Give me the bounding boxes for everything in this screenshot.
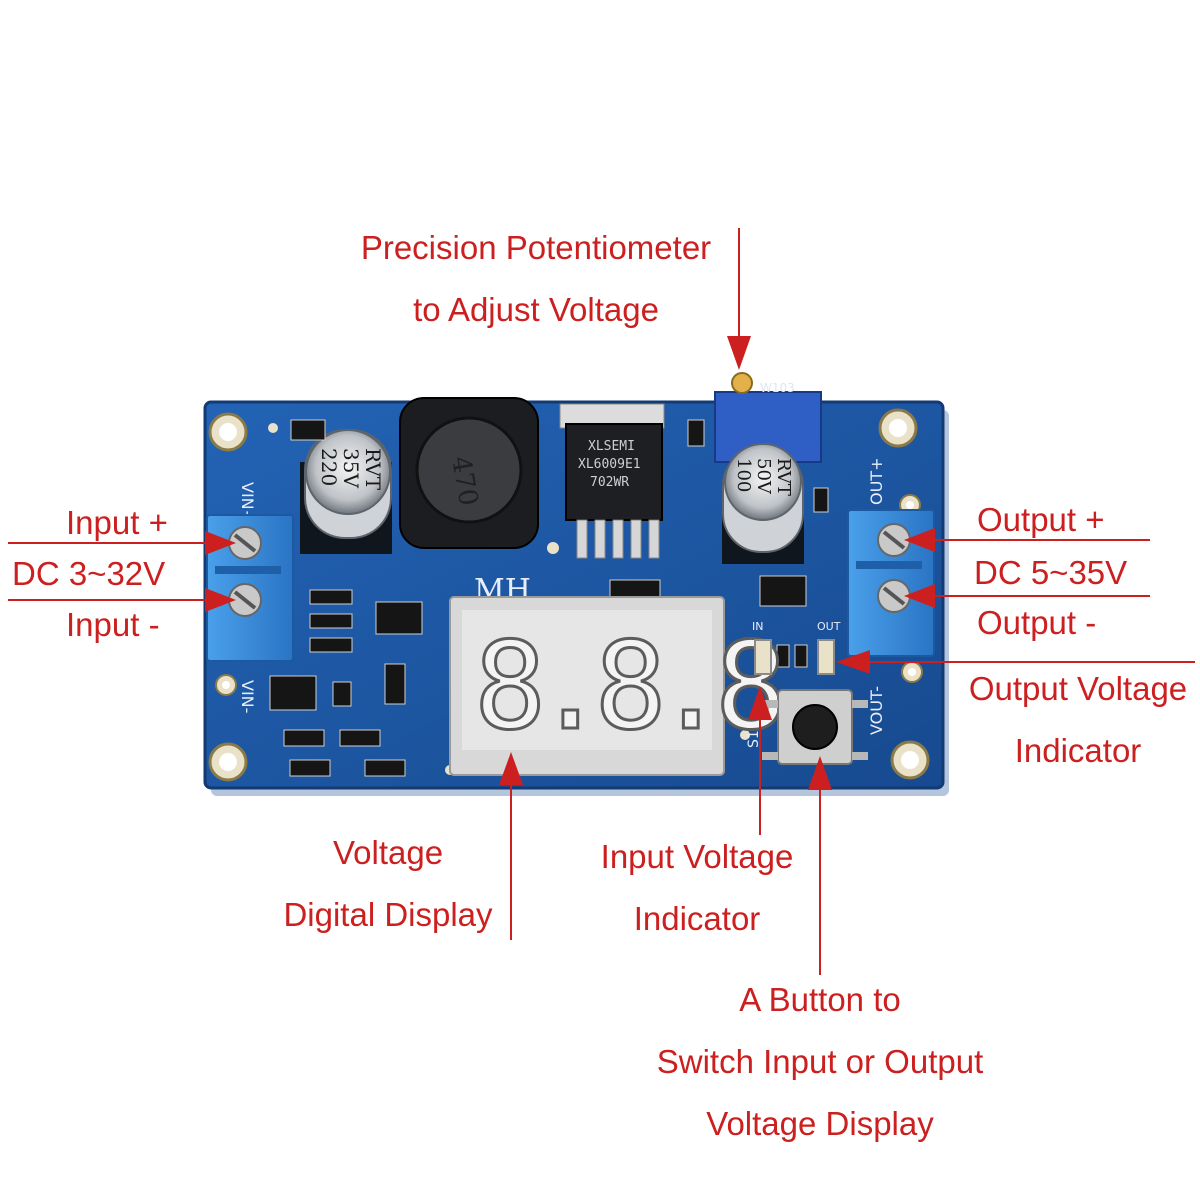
inductor-470: 470 [399,397,539,549]
svg-text:220: 220 [317,448,341,486]
svg-text:XLSEMI: XLSEMI [588,439,635,454]
capacitor-100uf: 100 50V RVT [722,443,804,564]
pcb-board: VIN+ VIN- OUT+ VOUT- 220 35V RVT 470 [203,372,949,796]
silk-vout-minus: VOUT- [867,686,886,735]
svg-text:W103: W103 [760,381,795,395]
button-label-line1: A Button to [739,981,901,1018]
output-led [817,639,835,675]
input-minus-label: Input - [66,606,160,643]
output-indicator-label-line1: Output Voltage [968,670,1188,707]
output-terminal-block [847,509,935,657]
output-plus-label: Output + [977,501,1105,538]
svg-text:35V: 35V [339,448,363,488]
svg-text:RVT: RVT [773,458,794,496]
input-indicator-label-line1: Input Voltage [600,838,794,875]
potentiometer-label-line2: to Adjust Voltage [413,291,659,328]
capacitor-220uf: 220 35V RVT [300,429,392,554]
silk-vin-minus: VIN- [238,680,257,713]
display-switch-button: S1 [746,689,868,765]
button-label-line3: Voltage Display [706,1105,934,1142]
silk-vout-plus: OUT+ [867,458,886,505]
svg-text:RVT: RVT [361,448,385,491]
silk-vin-plus: VIN+ [238,482,257,523]
chip-xl6009: XLSEMI XL6009E1 702WR [559,403,665,559]
output-range-label: DC 5~35V [974,554,1128,591]
digital-display-label-line2: Digital Display [283,896,493,933]
input-range-label: DC 3~32V [12,555,166,592]
output-minus-label: Output - [977,604,1097,641]
input-indicator-label-line2: Indicator [633,900,761,937]
digital-display-label-line1: Voltage [332,834,444,871]
svg-text:XL6009E1: XL6009E1 [578,457,641,472]
svg-text:100: 100 [733,458,754,492]
callout-lines [8,228,1195,975]
button-label-line2: Switch Input or Output [656,1043,984,1080]
potentiometer-label-line1: Precision Potentiometer [360,229,712,266]
input-plus-label: Input + [66,504,168,541]
svg-text:702WR: 702WR [590,475,629,490]
silk-led-in: IN [752,620,763,633]
smd-components [269,419,829,777]
input-led [754,639,772,675]
silk-led-out: OUT [817,620,841,633]
mounting-hole [208,408,930,782]
svg-text:50V: 50V [753,458,774,495]
svg-text:S1: S1 [746,730,762,748]
output-indicator-label-line2: Indicator [1014,732,1142,769]
